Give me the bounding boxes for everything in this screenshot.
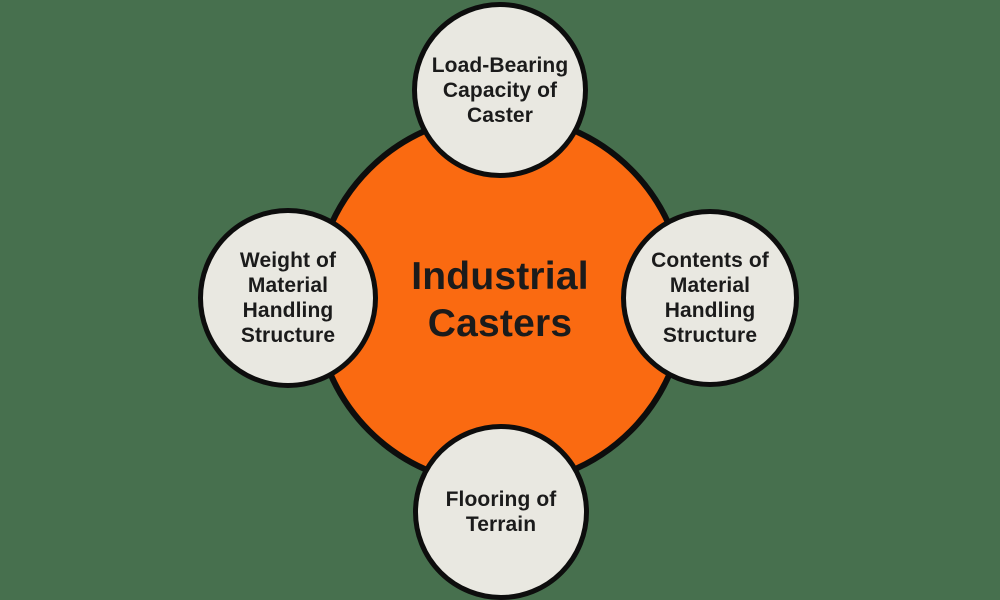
node-load-bearing-capacity: Load-Bearing Capacity of Caster	[412, 2, 588, 178]
node-contents-of-structure: Contents of Material Handling Structure	[621, 209, 799, 387]
node-flooring-of-terrain: Flooring of Terrain	[413, 424, 589, 600]
node-label-weight-of-structure: Weight of Material Handling Structure	[239, 249, 337, 347]
node-label-load-bearing-capacity: Load-Bearing Capacity of Caster	[431, 53, 569, 127]
center-label: Industrial Casters	[411, 255, 589, 345]
node-label-contents-of-structure: Contents of Material Handling Structure	[651, 249, 769, 347]
node-label-flooring-of-terrain: Flooring of Terrain	[445, 488, 557, 536]
node-weight-of-structure: Weight of Material Handling Structure	[198, 208, 378, 388]
